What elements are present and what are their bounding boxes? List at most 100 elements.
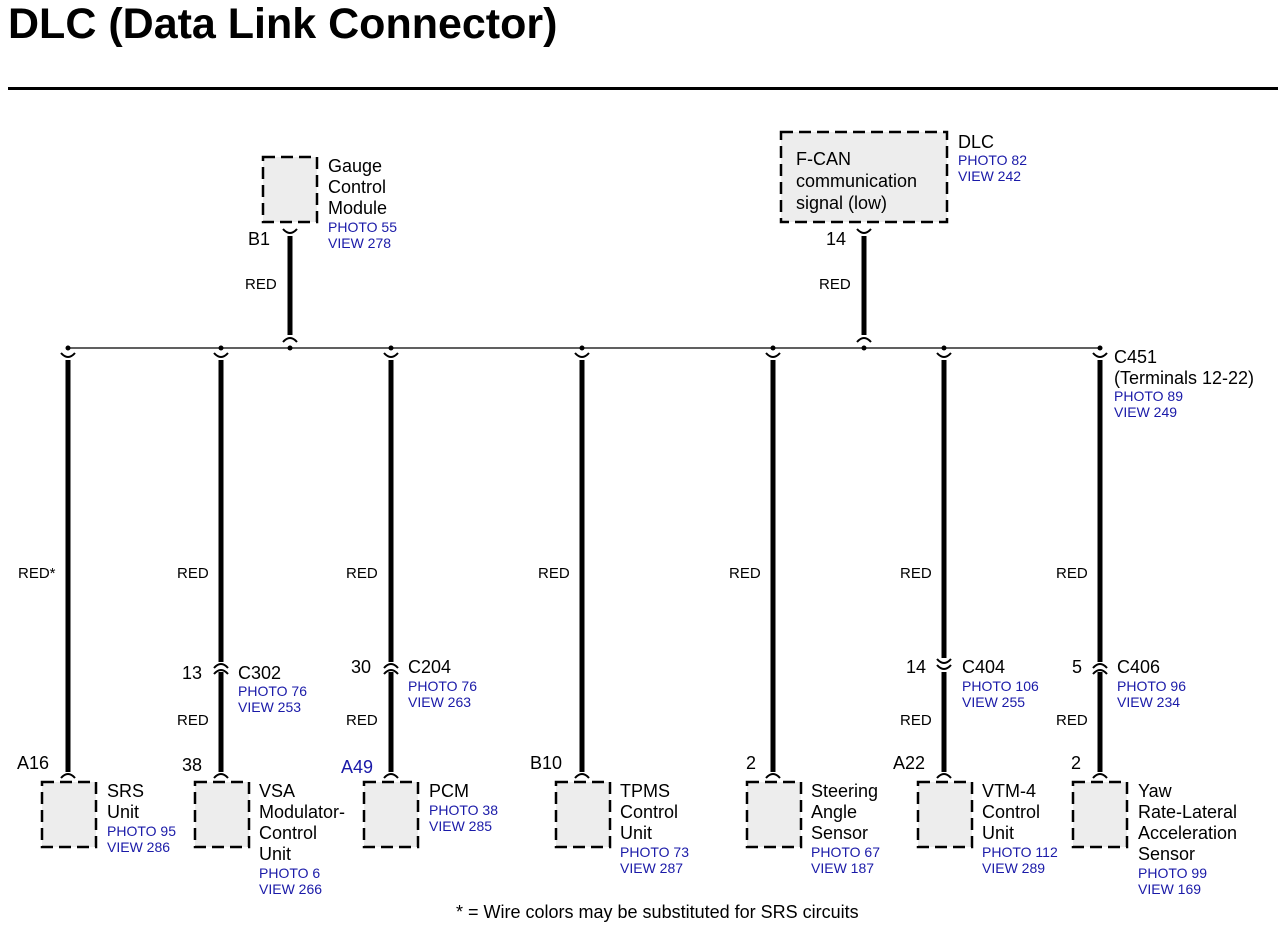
branch-yaw-rate-sensor: RED 5 C406 PHOTO 96 VIEW 234 RED 2 Yaw R… — [1056, 345, 1237, 897]
vsa-splice-dot — [218, 345, 224, 351]
gauge-control-module: Gauge Control Module PHOTO 55 VIEW 278 B… — [245, 155, 397, 351]
dlc-label: DLC — [958, 132, 994, 152]
branch-vtm4: RED 14 C404 PHOTO 106 VIEW 255 RED A22 V… — [893, 345, 1058, 876]
srs-pin: A16 — [17, 753, 49, 773]
vsa-bottom-terminal — [213, 773, 229, 779]
dlc-name-3: signal (low) — [796, 193, 887, 213]
gauge-wire-color: RED — [245, 276, 277, 293]
branch-steering-angle-sensor: RED 2 Steering Angle Sensor PHOTO 67 VIE… — [729, 345, 880, 876]
steering-splice-dot — [770, 345, 776, 351]
vsa-name-2: Modulator- — [259, 802, 345, 822]
c404-pin: 14 — [906, 657, 926, 677]
dlc-splice-dot — [861, 345, 867, 351]
branch-tpms: RED B10 TPMS Control Unit PHOTO 73 VIEW … — [530, 345, 689, 876]
c204-photo: PHOTO 76 — [408, 678, 477, 694]
pcm-conn-terminal-a — [383, 663, 399, 669]
splice-terminals: (Terminals 12-22) — [1114, 368, 1254, 388]
srs-splice-dot — [65, 345, 71, 351]
yaw-view: VIEW 169 — [1138, 881, 1201, 897]
c406-name: C406 — [1117, 657, 1160, 677]
branch-srs-unit: RED* A16 SRS Unit PHOTO 95 VIEW 286 — [17, 345, 176, 855]
pcm-name-1: PCM — [429, 781, 469, 801]
tpms-wire-color: RED — [538, 565, 570, 582]
srs-name-2: Unit — [107, 802, 139, 822]
dlc-pin: 14 — [826, 229, 846, 249]
steering-box — [745, 780, 803, 849]
gauge-name-2: Control — [328, 177, 386, 197]
splice-c451: C451 (Terminals 12-22) PHOTO 89 VIEW 249 — [1114, 347, 1254, 420]
tpms-photo: PHOTO 73 — [620, 844, 689, 860]
tpms-name-1: TPMS — [620, 781, 670, 801]
c204-pin: 30 — [351, 657, 371, 677]
pcm-bottom-terminal — [383, 773, 399, 779]
splice-photo: PHOTO 89 — [1114, 388, 1183, 404]
srs-view: VIEW 286 — [107, 839, 170, 855]
vtm4-photo: PHOTO 112 — [982, 844, 1058, 860]
pcm-wire-color: RED — [346, 565, 378, 582]
yaw-conn-terminal-b — [1092, 669, 1108, 675]
pcm-conn-terminal-b — [383, 669, 399, 675]
c302-photo: PHOTO 76 — [238, 683, 307, 699]
tpms-splice-dot — [579, 345, 585, 351]
vsa-view: VIEW 266 — [259, 881, 322, 897]
vtm4-top-terminal — [936, 352, 952, 358]
steering-name-2: Angle — [811, 802, 857, 822]
srs-photo: PHOTO 95 — [107, 823, 176, 839]
yaw-name-4: Sensor — [1138, 844, 1195, 864]
srs-bottom-terminal — [60, 773, 76, 779]
yaw-pin: 2 — [1071, 753, 1081, 773]
page-title: DLC (Data Link Connector) — [8, 0, 558, 48]
gauge-terminal — [282, 228, 298, 234]
yaw-box — [1071, 780, 1129, 849]
vsa-name-4: Unit — [259, 844, 291, 864]
yaw-wire-color: RED — [1056, 565, 1088, 582]
dlc-bus-terminal — [856, 337, 872, 343]
vtm4-view: VIEW 289 — [982, 860, 1045, 876]
srs-name-1: SRS — [107, 781, 144, 801]
srs-wire-color: RED* — [18, 565, 56, 582]
dlc-connector: F-CAN communication signal (low) DLC PHO… — [779, 130, 1027, 351]
tpms-pin: B10 — [530, 753, 562, 773]
steering-pin: 2 — [746, 753, 756, 773]
srs-top-terminal — [60, 352, 76, 358]
vsa-wire-color: RED — [177, 565, 209, 582]
steering-top-terminal — [765, 352, 781, 358]
vtm4-name-1: VTM-4 — [982, 781, 1036, 801]
gauge-bus-terminal — [282, 337, 298, 343]
vtm4-pin: A22 — [893, 753, 925, 773]
yaw-wire2-color: RED — [1056, 712, 1088, 729]
pcm-photo: PHOTO 38 — [429, 802, 498, 818]
dlc-photo: PHOTO 82 — [958, 152, 1027, 168]
gauge-pin: B1 — [248, 229, 270, 249]
dlc-wire-color: RED — [819, 276, 851, 293]
footnote: * = Wire colors may be substituted for S… — [456, 902, 859, 922]
c404-view: VIEW 255 — [962, 694, 1025, 710]
tpms-name-2: Control — [620, 802, 678, 822]
gauge-photo: PHOTO 55 — [328, 219, 397, 235]
vtm4-box — [916, 780, 974, 849]
c404-photo: PHOTO 106 — [962, 678, 1039, 694]
gauge-name-1: Gauge — [328, 156, 382, 176]
yaw-splice-dot — [1097, 345, 1103, 351]
yaw-top-terminal — [1092, 352, 1108, 358]
gauge-box — [261, 155, 319, 224]
tpms-top-terminal — [574, 352, 590, 358]
tpms-box — [554, 780, 612, 849]
tpms-view: VIEW 287 — [620, 860, 683, 876]
c302-pin: 13 — [182, 663, 202, 683]
steering-wire-color: RED — [729, 565, 761, 582]
title-underline — [8, 87, 1278, 90]
yaw-bottom-terminal — [1092, 773, 1108, 779]
vtm4-conn-terminal-b — [936, 664, 952, 670]
c404-name: C404 — [962, 657, 1005, 677]
dlc-view: VIEW 242 — [958, 168, 1021, 184]
pcm-wire2-color: RED — [346, 712, 378, 729]
c406-photo: PHOTO 96 — [1117, 678, 1186, 694]
steering-view: VIEW 187 — [811, 860, 874, 876]
c302-view: VIEW 253 — [238, 699, 301, 715]
c204-view: VIEW 263 — [408, 694, 471, 710]
c406-pin: 5 — [1072, 657, 1082, 677]
vtm4-name-3: Unit — [982, 823, 1014, 843]
steering-name-3: Sensor — [811, 823, 868, 843]
steering-bottom-terminal — [765, 773, 781, 779]
